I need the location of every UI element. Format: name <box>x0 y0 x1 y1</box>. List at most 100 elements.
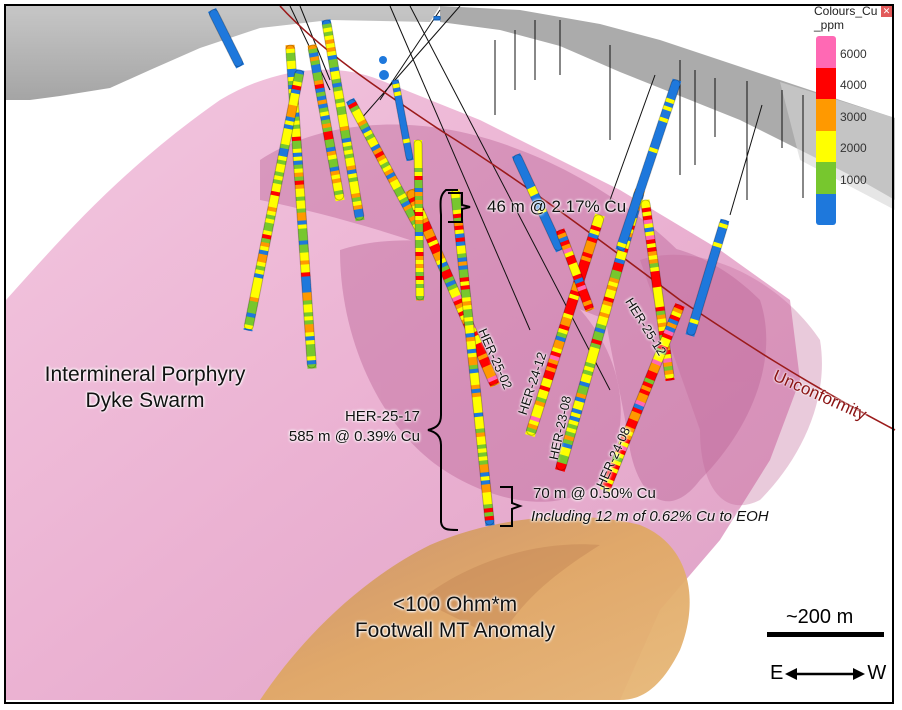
assay-interval <box>650 139 661 147</box>
assay-interval <box>651 358 663 367</box>
assay-interval <box>525 430 536 437</box>
assay-interval <box>454 229 465 235</box>
assay-interval <box>467 356 478 363</box>
assay-interval <box>642 211 652 217</box>
assay-interval <box>626 211 637 219</box>
assay-interval <box>537 207 548 216</box>
assay-interval <box>654 351 666 360</box>
assay-interval <box>597 315 609 323</box>
assay-interval <box>300 260 310 266</box>
assay-interval <box>295 188 305 194</box>
assay-interval <box>474 416 484 422</box>
assay-interval <box>705 264 716 272</box>
assay-interval <box>634 188 645 196</box>
assay-interval <box>414 147 423 153</box>
legend-tick-label: 2000 <box>840 141 867 155</box>
assay-interval <box>657 343 669 352</box>
assay-interval <box>574 396 586 404</box>
close-icon[interactable]: ✕ <box>881 6 892 17</box>
assay-interval <box>300 264 310 270</box>
assay-interval <box>661 332 673 341</box>
assay-interval <box>414 175 423 181</box>
orientation-east: E <box>770 662 784 684</box>
assay-interval <box>548 232 559 241</box>
assay-interval <box>415 271 424 277</box>
assay-interval <box>641 207 652 214</box>
assay-interval <box>380 161 391 170</box>
assay-interval <box>451 201 462 207</box>
assay-interval <box>582 247 594 256</box>
assay-interval <box>482 499 493 506</box>
drill-hole <box>207 7 245 69</box>
assay-interval <box>620 230 631 238</box>
assay-interval <box>475 424 485 430</box>
assay-interval <box>568 419 579 427</box>
assay-interval <box>582 369 594 377</box>
assay-interval <box>652 355 664 363</box>
assay-interval <box>440 268 452 277</box>
legend-title-line2: _ppm <box>814 18 845 32</box>
assay-interval <box>574 277 585 285</box>
assay-interval <box>714 233 725 241</box>
assay-interval <box>286 56 296 62</box>
assay-interval <box>562 312 574 320</box>
assay-interval <box>710 249 720 257</box>
assay-interval <box>592 217 604 225</box>
assay-interval <box>467 348 477 355</box>
assay-interval <box>630 410 642 419</box>
assay-interval <box>565 301 577 309</box>
assay-interval <box>645 373 657 382</box>
assay-interval <box>567 258 578 266</box>
assay-interval <box>686 325 697 333</box>
assay-interval <box>621 226 632 234</box>
assay-interval <box>657 318 667 324</box>
assay-interval <box>468 360 478 367</box>
assay-interval <box>530 193 541 201</box>
assay-interval <box>657 120 668 128</box>
assay-interval <box>581 251 593 259</box>
assay-interval <box>456 245 466 251</box>
assay-interval <box>459 273 469 279</box>
assay-interval <box>644 158 655 166</box>
assay-interval <box>663 101 674 109</box>
assay-interval <box>556 331 568 339</box>
assay-interval <box>291 128 301 134</box>
assay-interval <box>612 455 624 464</box>
assay-interval <box>601 481 613 489</box>
assay-interval <box>294 180 305 186</box>
assay-interval <box>293 168 304 174</box>
assay-interval <box>471 388 481 394</box>
assay-interval <box>395 189 406 198</box>
legend-tick-label: 6000 <box>840 46 867 61</box>
drill-hole-outline <box>243 69 305 331</box>
assay-interval <box>615 447 627 456</box>
assay-interval <box>652 282 662 289</box>
assay-interval <box>658 340 670 349</box>
assay-interval <box>471 392 482 398</box>
legend-swatch <box>816 99 836 131</box>
assay-interval <box>607 466 619 475</box>
assay-interval <box>448 287 460 296</box>
assay-interval <box>628 207 639 215</box>
assay-interval <box>616 443 628 452</box>
assay-interval <box>291 136 302 142</box>
assay-interval <box>633 192 644 200</box>
assay-interval <box>415 239 424 245</box>
assay-interval <box>216 25 227 34</box>
assay-interval <box>389 178 400 188</box>
assay-interval <box>293 160 303 166</box>
assay-interval <box>485 519 495 526</box>
assay-interval <box>604 292 616 300</box>
assay-interval <box>560 446 572 454</box>
assay-interval <box>640 169 651 177</box>
assay-interval <box>470 376 480 382</box>
drill-hole <box>391 79 414 162</box>
assay-interval <box>655 310 666 317</box>
assay-interval <box>563 308 575 317</box>
assay-interval <box>610 458 622 467</box>
assay-interval <box>480 471 490 478</box>
assay-interval <box>656 124 667 132</box>
assay-interval <box>609 462 621 471</box>
assay-interval <box>374 150 385 159</box>
assay-interval <box>455 233 465 239</box>
